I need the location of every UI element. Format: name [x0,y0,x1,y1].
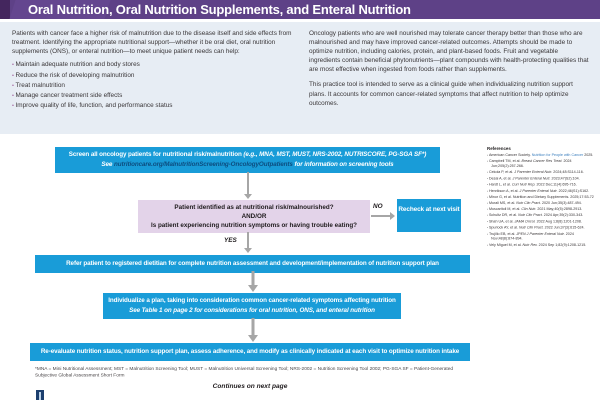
reference-item: • Muscaritoli M, et al. Clin Nutr. 2021 … [487,207,583,212]
intro-bullet: • Treat malnutrition [12,81,65,89]
reference-journal: Curr Nutr Rep. [511,182,536,187]
footnote-container: *MNA = Mini Nutritional Assessment; MST … [35,366,475,386]
reference-item: • Shah UA, et al. JAMA Oncol. 2022 Aug 1… [487,220,582,224]
intro-left-paragraph: Patients with cancer face a higher risk … [12,30,292,56]
individualize-box-line-1: Individualize a plan, taking into consid… [108,297,396,304]
intro-bullet: • Manage cancer treatment side effects [12,92,123,100]
reference-item: • Hardt L, et al. Curr Nutr Rep. 2022 De… [487,182,577,187]
down-arrow-icon [247,271,258,292]
bullet-icon: • [12,62,16,69]
screen-box-see: See [101,160,114,168]
bullet-icon: • [487,195,489,199]
screen-box-text: Screen all oncology patients for nutriti… [68,151,244,158]
reference-item: • Campbell TM, et al. Breast Cancer Res … [487,159,572,168]
reference-item: • Trujillo EB, et al. JPEN J Parenter En… [487,232,574,241]
bullet-icon: • [487,226,489,230]
reference-item: • Schultz DR, et al. Nutr Clin Pract. 20… [487,213,584,218]
intro-bullet: • Maintain adequate nutrition and body s… [12,61,140,69]
bullet-icon: • [487,220,489,224]
reference-journal: Nutr Rev. [522,243,538,247]
decision-line-2: AND/OR [241,212,267,220]
yes-label: YES [224,237,237,244]
bullet-icon: • [487,243,489,247]
reference-journal: Nutr Clin Pract. [518,226,544,230]
bullet-icon: • [487,232,489,237]
reevaluate-box-text: Re-evaluate nutrition status, nutrition … [40,348,460,355]
references-list: • American Cancer Society. Nutrition for… [487,153,598,248]
down-arrow-icon [243,232,252,254]
bullet-icon: • [487,159,489,164]
decision-line-1: Patient identified as at nutritional ris… [174,203,334,211]
partial-logo-stripe [39,392,41,400]
flowchart-individualize-box: Individualize a plan, taking into consid… [103,293,401,319]
bullet-icon: • [487,214,489,218]
no-label: NO [373,203,383,210]
reference-item: • Murali MS, et al. Nutr Clin Pract. 202… [487,201,582,206]
intro-left-column: Patients with cancer face a higher risk … [12,29,293,134]
flowchart-reevaluate-box: Re-evaluate nutrition status, nutrition … [30,343,470,361]
bullet-icon: • [12,103,16,110]
references-title: References [487,146,511,152]
decision-line-3: Is patient experiencing nutrition sympto… [150,222,358,230]
reference-item: • Spurlock AY, et al. Nutr Clin Pract. 2… [487,226,585,230]
reference-journal: Nutr Clin Pract. [516,201,541,206]
bullet-icon: • [12,72,16,79]
intro-bullet: • Reduce the risk of developing malnutri… [12,71,135,79]
bullet-icon: • [487,153,489,157]
individualize-box-line-2: See Table 1 on page 2 for considerations… [129,306,375,314]
bullet-icon: • [487,208,489,212]
flowchart-refer-box: Refer patient to registered dietitian fo… [35,255,470,273]
refer-box-text: Refer patient to registered dietitian fo… [66,260,439,267]
reference-item: • Henrikson A, et al. J Parenter Enteral… [487,188,590,193]
header-dark-block [0,0,10,19]
page-title: Oral Nutrition, Oral Nutrition Supplemen… [28,2,411,17]
intro-right-paragraph-2: This practice tool is intended to serve … [309,81,573,107]
reference-journal: J Parenter Enteral Nutr. [514,170,553,174]
reference-journal: JPEN J Parenter Enteral Nutr. [516,232,565,237]
intro-bullet-list: • Maintain adequate nutrition and body s… [12,60,293,111]
recheck-box: Recheck at next visit [397,199,461,232]
screening-tools-link[interactable]: nutritioncare.org/MalnutritionScreening-… [113,160,293,168]
reference-journal: J Parenter Enteral Nutr. [519,188,558,193]
reference-item: • Desai A, et al. J Parenter Enteral Nut… [487,176,580,181]
intro-bullet: • Improve quality of life, function, and… [12,102,173,110]
reference-item: • Minor G, et al. Nutrition and Dietary … [487,195,594,199]
bullet-icon: • [487,177,489,181]
page-header: Oral Nutrition, Oral Nutrition Supplemen… [0,0,600,19]
reference-item: • Cekola P, et al. J Parenter Enteral Nu… [487,170,584,174]
continues-on-next-page: Continues on next page [212,383,288,390]
screen-box-info: for information on screening tools [292,160,394,168]
reference-journal: Breast Cancer Res Treat. [521,159,563,164]
bullet-icon: • [487,170,489,174]
reference-link[interactable]: Nutrition for People with Cancer [531,153,584,157]
intro-section: Patients with cancer face a higher risk … [0,22,600,134]
bullet-icon: • [487,201,489,206]
flowchart-screen-box: Screen all oncology patients for nutriti… [55,147,440,173]
flowchart-decision-box: Patient identified as at nutritional ris… [138,200,370,234]
footnote-text: *MNA = Mini Nutritional Assessment; MST … [35,366,454,378]
reference-journal: J Parenter Enteral Nutr. [512,176,551,181]
bullet-icon: • [12,82,16,89]
intro-right-column: Oncology patients who are well nourished… [309,29,590,134]
right-arrow-icon [371,211,395,220]
down-arrow-icon [247,318,258,342]
references-panel: References • American Cancer Society. Nu… [487,146,599,345]
partial-logo [36,390,44,400]
bullet-icon: • [487,189,489,193]
bullet-icon: • [12,93,16,100]
reference-journal: JAMA Oncol. [514,220,536,224]
reference-item: • American Cancer Society. Nutrition for… [487,153,594,157]
reference-item: • Vely Miguel M, et al. Nutr Rev. 2024 S… [487,243,587,247]
bullet-icon: • [487,183,489,187]
intro-right-paragraph-1: Oncology patients who are well nourished… [309,30,589,74]
screen-box-tools: (e.g., MNA, MST, MUST, NRS-2002, NUTRISC… [243,151,427,158]
down-arrow-icon [243,172,252,199]
reference-journal: Nutr Clin Pract. [518,213,543,218]
reference-journal: Clin Nutr. [521,207,537,212]
